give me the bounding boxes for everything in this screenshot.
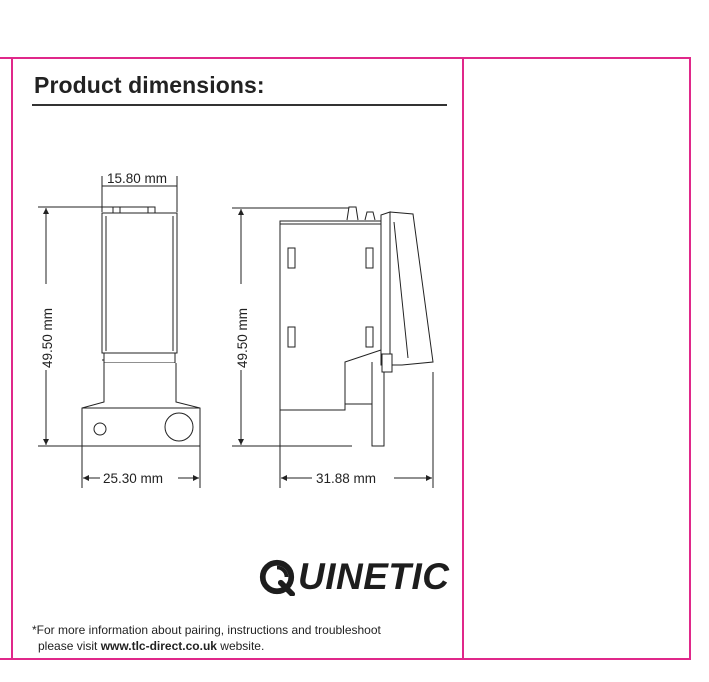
footnote-suffix: website. [216, 639, 265, 653]
dim-label-base-width: 25.30 mm [103, 471, 163, 486]
frame-bottom-border [0, 658, 690, 660]
section-title: Product dimensions: [34, 72, 265, 98]
frame-center-divider [462, 57, 464, 660]
website-link[interactable]: www.tlc-direct.co.uk [100, 639, 217, 653]
logo-wordmark: UINETIC [298, 556, 450, 597]
frame-right-border [689, 57, 691, 660]
footnote-line-1: *For more information about pairing, ins… [32, 623, 381, 637]
frame-top-border [0, 57, 690, 59]
quinetic-logo: UINETIC [258, 556, 450, 598]
footnote-line-2: please visit www.tlc-direct.co.uk websit… [32, 638, 457, 654]
footnote-prefix: please visit [38, 639, 101, 653]
title-underline [32, 104, 447, 106]
frame-left-border [11, 57, 13, 660]
front-view [38, 176, 201, 488]
footnote: *For more information about pairing, ins… [32, 622, 457, 654]
dim-label-front-height: 49.50 mm [40, 308, 55, 368]
side-view [232, 206, 434, 488]
dim-label-side-height: 49.50 mm [235, 308, 250, 368]
dim-label-top-width: 15.80 mm [107, 171, 167, 186]
dim-label-side-depth: 31.88 mm [316, 471, 376, 486]
quinetic-q-mark-icon [259, 559, 296, 596]
